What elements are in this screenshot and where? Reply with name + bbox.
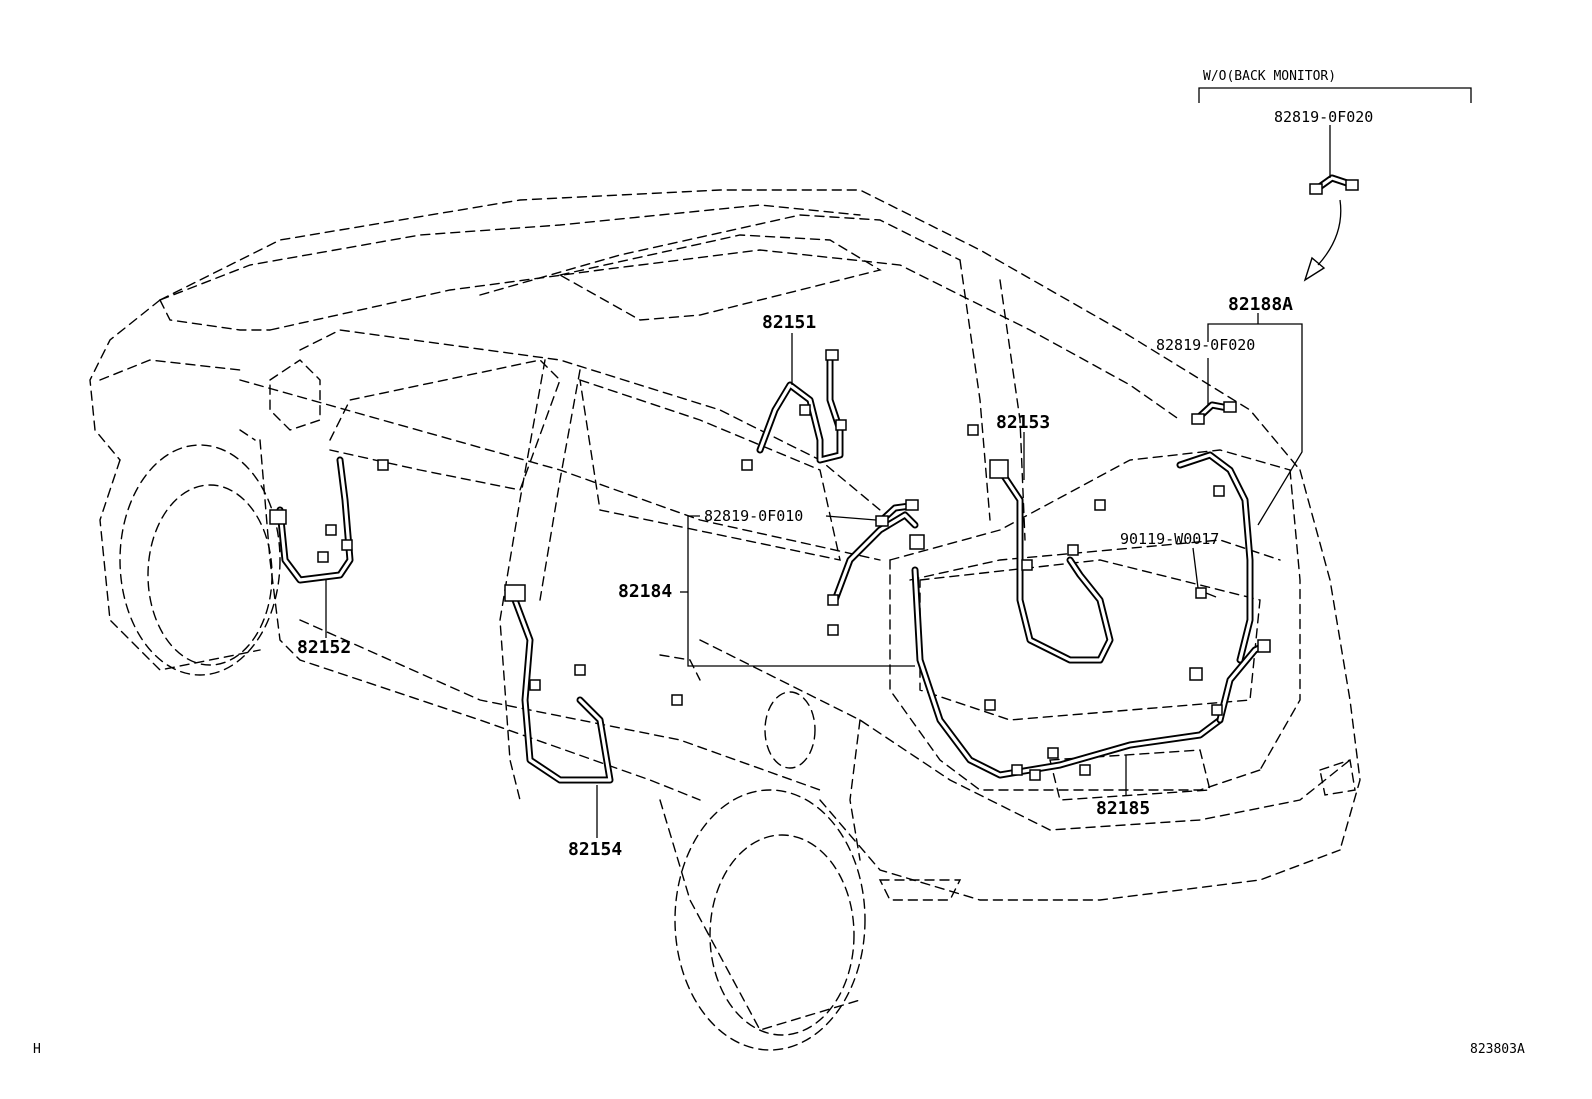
cable-82819-0F010 [875,499,919,527]
harness-82184 [827,511,925,636]
part-labels: W/O(BACK MONITOR) 82819-0F020 82188A 828… [33,69,1525,1057]
label-82152: 82152 [297,637,351,658]
label-82151: 82151 [762,312,816,333]
harness-82185 [911,566,1271,781]
harness-82151 [741,349,979,471]
harness-82154 [504,584,683,784]
label-82184: 82184 [618,581,672,602]
label-90119-W0017: 90119-W0017 [1120,530,1219,548]
label-82154: 82154 [568,839,622,860]
figure-id: 823803A [1470,1042,1525,1057]
harness-82152 [269,456,389,584]
footer-left-mark: H [33,1042,41,1057]
label-82153: 82153 [996,412,1050,433]
harness-82153 [989,459,1114,664]
label-82819-0F020: 82819-0F020 [1156,336,1255,354]
variant-label: W/O(BACK MONITOR) [1203,69,1336,84]
label-82188A: 82188A [1228,294,1293,315]
label-82185: 82185 [1096,798,1150,819]
bolt-90119-W0017 [1195,587,1217,599]
leader-lines [325,87,1472,838]
cable-82819-0F020 [1191,401,1237,425]
variant-part-label: 82819-0F020 [1274,108,1373,126]
cable-82819-0F020-variant [1309,174,1359,195]
harness-82188A [1176,451,1254,664]
label-82819-0F010: 82819-0F010 [704,507,803,525]
vehicle-body-outline [89,189,1361,1051]
